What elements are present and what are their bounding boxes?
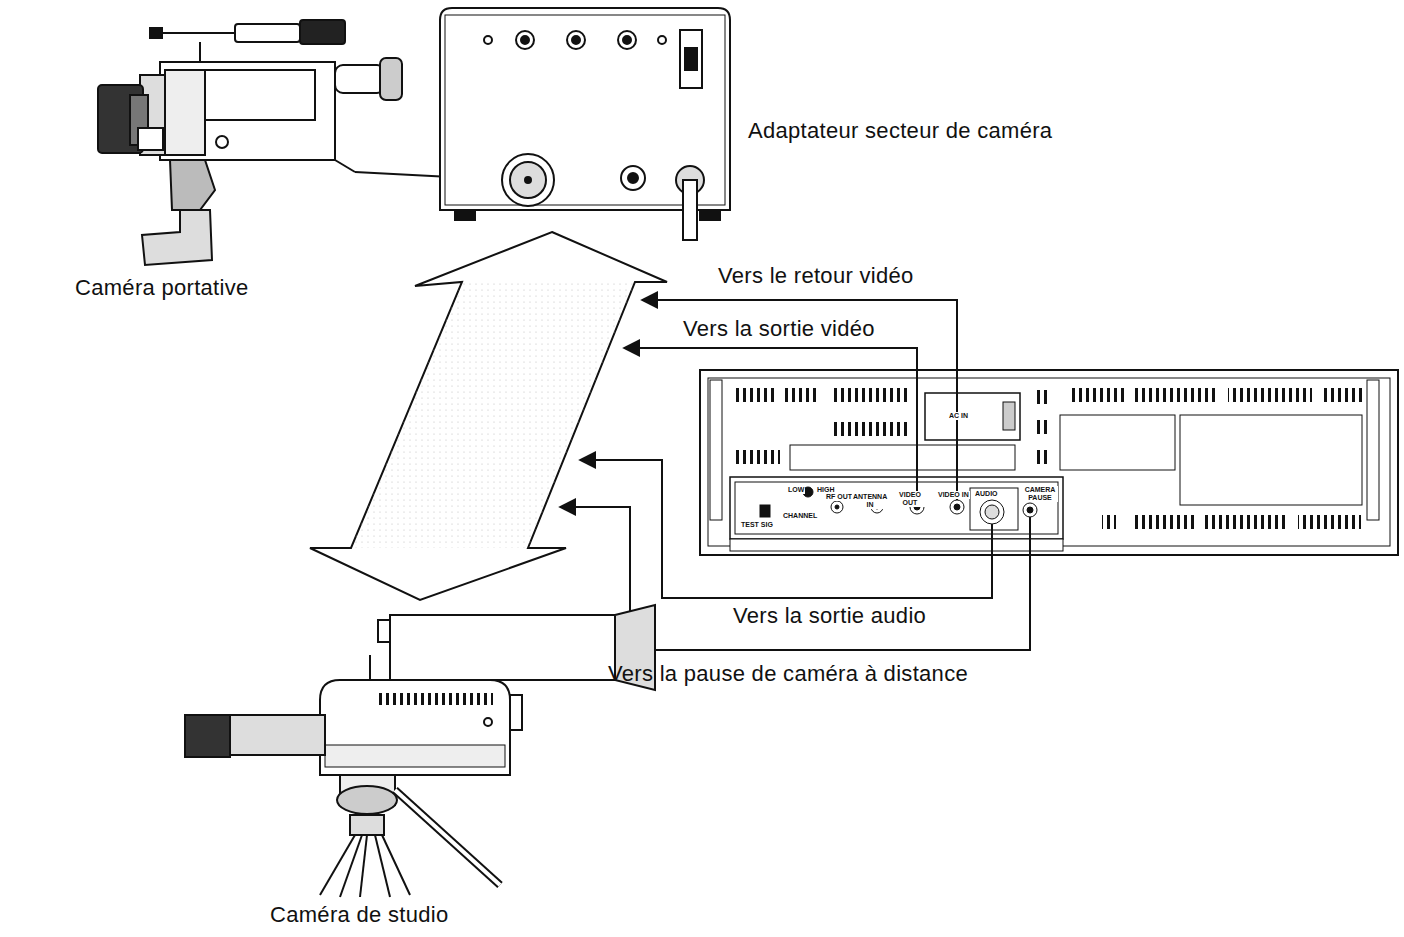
- ac-adapter: [440, 8, 730, 240]
- caption: Caméra portative: [75, 275, 249, 300]
- double-arrow: [310, 232, 667, 600]
- cable-label: Vers la pause de caméra à distance: [608, 661, 968, 686]
- panel-marking: TEST SIG: [740, 521, 774, 529]
- cable-label: Vers la sortie audio: [733, 603, 926, 628]
- studio-camera: [185, 605, 655, 897]
- panel-marking: ANTENNA IN: [852, 493, 888, 509]
- panel-marking: VIDEO IN: [937, 491, 970, 499]
- panel-marking: AUDIO: [974, 490, 999, 498]
- video-recorder: [700, 370, 1398, 555]
- caption: Caméra de studio: [270, 902, 448, 927]
- panel-marking: CAMERA PAUSE: [1022, 486, 1058, 502]
- cable-lines: [560, 300, 1030, 650]
- panel-marking: AC IN: [948, 412, 969, 420]
- panel-marking: LOW: [787, 486, 805, 494]
- panel-marking: CHANNEL: [782, 512, 818, 520]
- cable-label: Vers le retour vidéo: [718, 263, 914, 288]
- panel-marking: RF OUT: [825, 493, 853, 501]
- cable-label: Vers la sortie vidéo: [683, 316, 875, 341]
- caption: Adaptateur secteur de caméra: [748, 118, 1052, 143]
- panel-marking: VIDEO OUT: [892, 491, 928, 507]
